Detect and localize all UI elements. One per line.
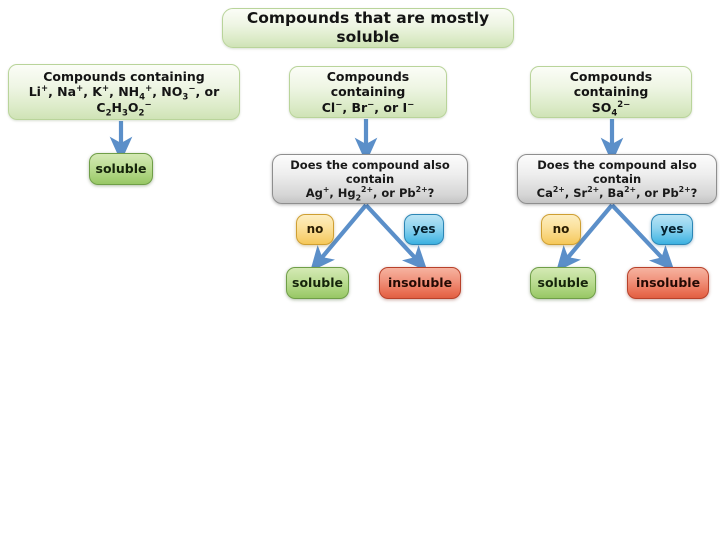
branch-2-yes-label: yes [404, 214, 444, 245]
branch-header-2-formulas: Cl−, Br−, or I− [321, 99, 415, 115]
arrow-b2-no-to-soluble [310, 203, 368, 272]
decision-3-formulas: Ca2+, Sr2+, Ba2+, or Pb2+? [536, 185, 698, 200]
arrow-b3-yes-to-insoluble [610, 203, 675, 272]
decision-box-2: Does the compound also contain Ag+, Hg22… [272, 154, 468, 204]
result-insoluble-branch-3: insoluble [627, 267, 709, 299]
arrow-b3-no-to-soluble [556, 203, 614, 272]
chart-title: Compounds that are mostly soluble [222, 8, 514, 48]
branch-header-2: Compounds containing Cl−, Br−, or I− [289, 66, 447, 118]
branch-header-2-line1: Compounds containing [326, 69, 410, 100]
branch-2-no-label: no [296, 214, 334, 245]
arrow-b2-yes-to-insoluble [364, 203, 428, 272]
result-soluble-branch-1: soluble [89, 153, 153, 185]
decision-box-3: Does the compound also contain Ca2+, Sr2… [517, 154, 717, 204]
decision-3-line1: Does the compound also contain [537, 157, 697, 186]
result-soluble-branch-3: soluble [530, 267, 596, 299]
branch-header-3-line1: Compounds containing [569, 69, 653, 100]
branch-header-3-formulas: SO42− [591, 99, 631, 119]
branch-header-1-formulas: Li+, Na+, K+, NH4+, NO3−, or C2H3O2− [28, 84, 220, 119]
branch-header-3: Compounds containing SO42− [530, 66, 692, 118]
branch-header-1-line1: Compounds containing [43, 69, 205, 85]
branch-3-yes-label: yes [651, 214, 693, 245]
decision-2-line1: Does the compound also contain [290, 157, 450, 186]
decision-2-formulas: Ag+, Hg22+, or Pb2+? [305, 185, 435, 203]
branch-3-no-label: no [541, 214, 581, 245]
branch-header-1: Compounds containing Li+, Na+, K+, NH4+,… [8, 64, 240, 120]
result-soluble-branch-2: soluble [286, 267, 349, 299]
result-insoluble-branch-2: insoluble [379, 267, 461, 299]
